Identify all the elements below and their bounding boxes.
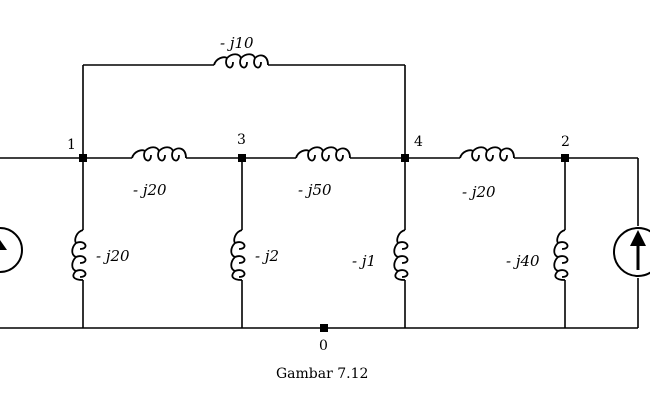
node-1-dot — [79, 154, 87, 162]
impedance-label-1-3: - j20 — [133, 181, 167, 199]
impedance-label-3-4: - j50 — [298, 181, 332, 199]
figure-caption: Gambar 7.12 — [276, 366, 368, 382]
node-2-dot — [561, 154, 569, 162]
node-3-label: 3 — [237, 132, 246, 148]
node-3-dot — [238, 154, 246, 162]
impedance-label-4-0: - j1 — [352, 252, 376, 270]
impedance-label-3-0: - j2 — [255, 247, 279, 265]
impedance-label-1-0: - j20 — [96, 247, 130, 265]
current-source-right — [613, 227, 650, 277]
inductor-4-2 — [459, 146, 515, 162]
node-0-dot — [320, 324, 328, 332]
inductor-3-0 — [230, 229, 246, 281]
impedance-label-4-2: - j20 — [462, 183, 496, 201]
wires — [0, 64, 639, 329]
inductor-1-0 — [71, 229, 87, 281]
inductor-1-4-top — [213, 53, 269, 69]
node-2-label: 2 — [561, 134, 570, 150]
node-4-label: 4 — [414, 134, 423, 150]
node-4-dot — [401, 154, 409, 162]
impedance-label-2-0: - j40 — [506, 252, 540, 270]
node-1-label: 1 — [67, 137, 76, 153]
current-source-left — [0, 227, 23, 273]
inductor-4-0 — [393, 229, 409, 281]
inductor-1-3 — [131, 146, 187, 162]
inductor-3-4 — [295, 146, 351, 162]
impedance-label-1-4: - j10 — [220, 34, 254, 52]
node-0-label: 0 — [319, 338, 328, 354]
inductor-2-0 — [553, 229, 569, 281]
node-dots — [79, 154, 569, 332]
